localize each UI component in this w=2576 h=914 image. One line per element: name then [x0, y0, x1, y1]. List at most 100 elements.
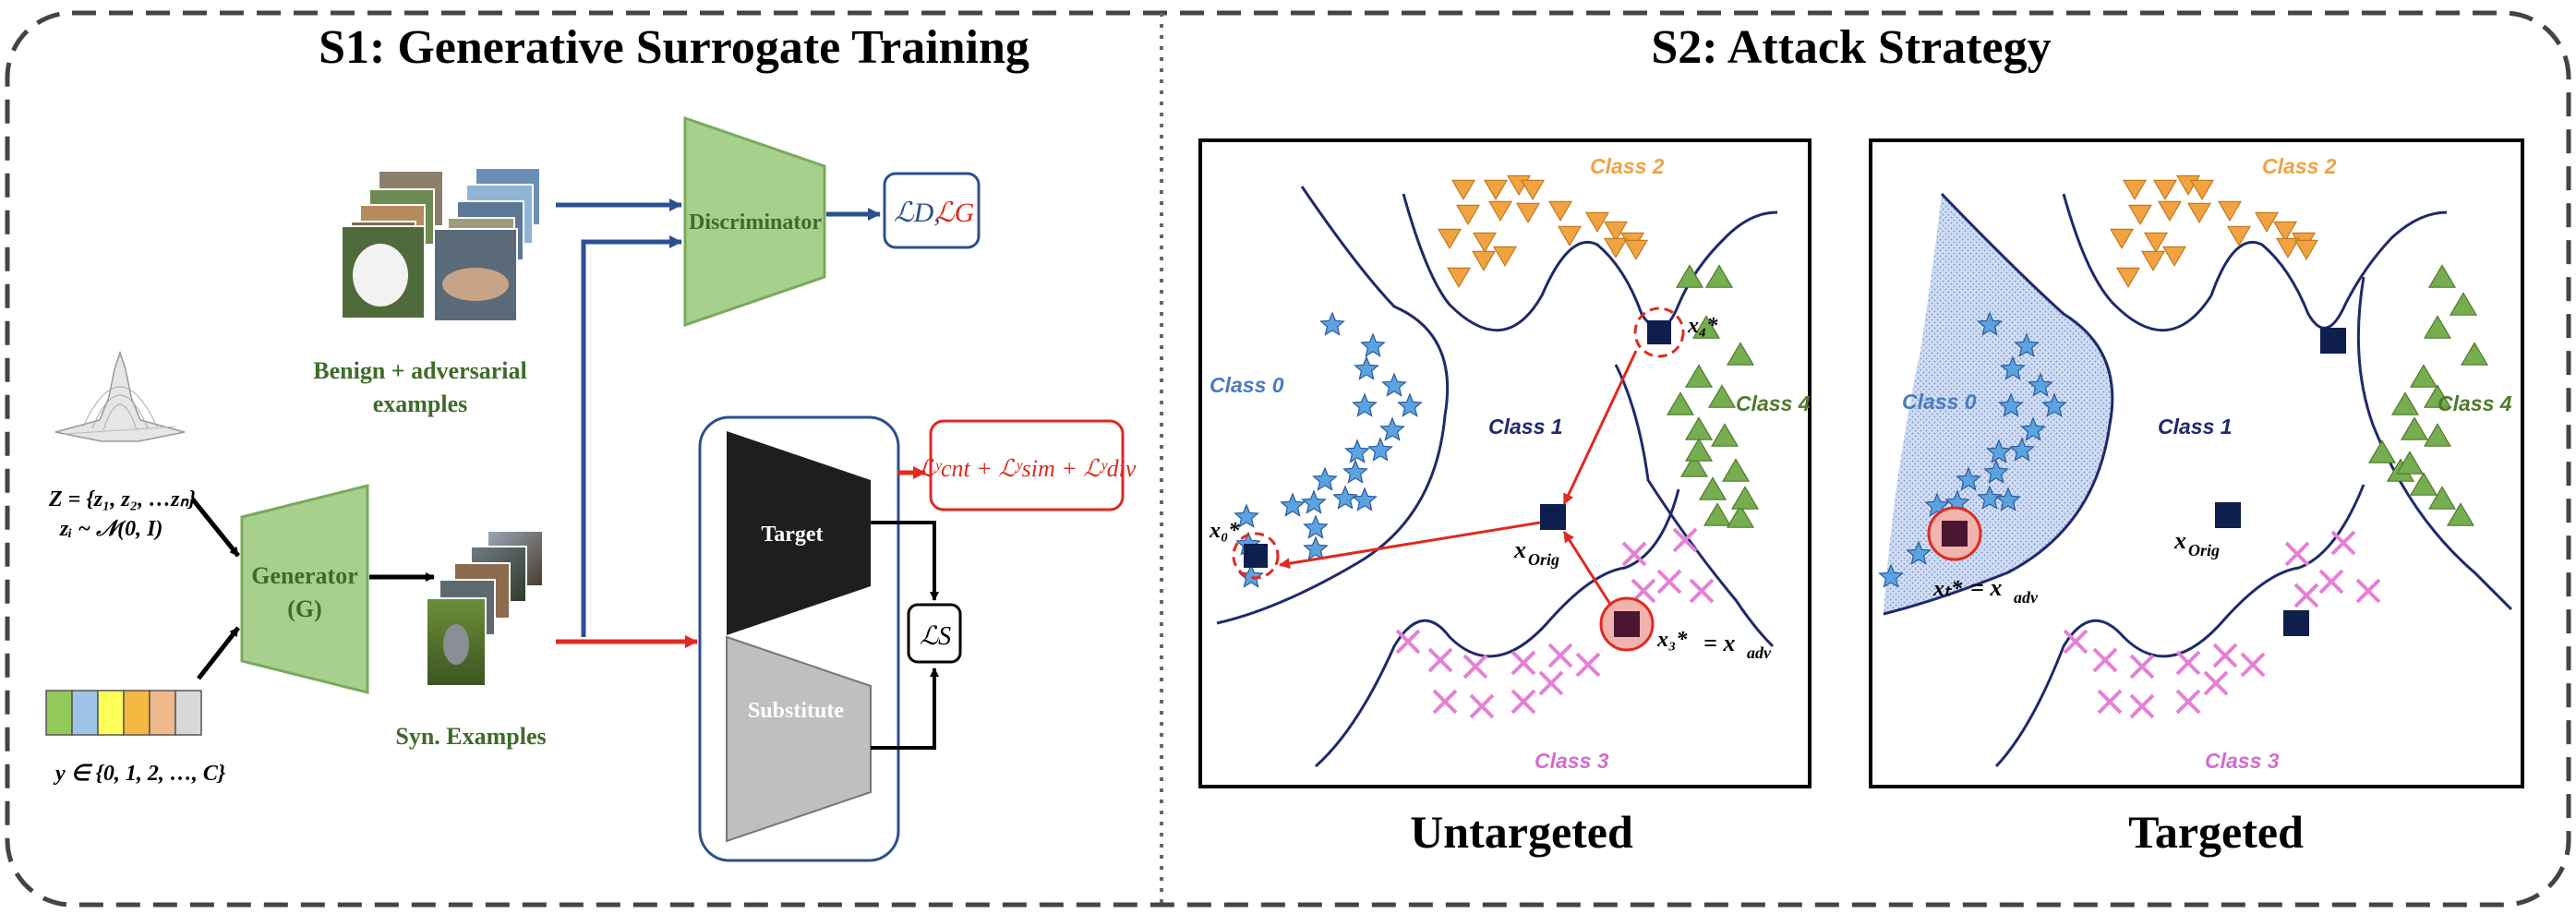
star-marker [2000, 355, 2026, 380]
label-color-cell [45, 690, 73, 736]
gan-loss-box [883, 172, 981, 249]
xt-label: xₜ* [1932, 577, 1963, 601]
targeted-class2-triangles [2109, 174, 2319, 288]
x4-highlight-ring [1633, 307, 1685, 358]
star-marker [1312, 466, 1338, 491]
star-marker [1977, 485, 2003, 510]
cross-marker [1427, 647, 1453, 673]
x0-point [1244, 544, 1268, 568]
cross-marker [1656, 569, 1682, 595]
triangle-down-marker [1437, 228, 1463, 249]
star-marker [1280, 492, 1306, 517]
x4-to-orig-arrow [1562, 350, 1638, 505]
star-marker [1344, 439, 1370, 463]
t-boundary-class2 [2062, 193, 2448, 332]
targeted-class4-label: Class 4 [2438, 391, 2512, 415]
boundary-class0 [1216, 186, 1450, 625]
untargeted-class1-label: Class 1 [1488, 415, 1563, 439]
untargeted-class2-label: Class 2 [1590, 154, 1665, 178]
triangle-up-marker [1691, 315, 1721, 339]
generator-label: Generator [251, 562, 358, 589]
z-to-generator-arrow [190, 497, 240, 558]
label-color-cell [175, 690, 202, 736]
cross-marker [2203, 670, 2229, 696]
triangle-down-marker [1446, 267, 1472, 288]
targeted-class1-label: Class 1 [2158, 415, 2233, 439]
cross-marker [2318, 569, 2344, 595]
benign-examples-stack [341, 167, 541, 322]
cross-marker [1511, 689, 1536, 715]
triangle-down-marker [1547, 200, 1573, 222]
triangle-up-marker [2395, 451, 2425, 475]
untargeted-class3-crosses [1395, 527, 1715, 719]
triangle-down-marker [1623, 239, 1649, 260]
t-class4-point [2320, 328, 2346, 354]
star-marker [1303, 535, 1329, 560]
x3-point [1614, 611, 1640, 637]
untargeted-class4-triangles [1666, 264, 1760, 528]
loss-d-label: ℒD, [894, 198, 941, 228]
triangle-down-marker [1471, 250, 1497, 271]
triangle-up-marker [1703, 502, 1732, 526]
triangle-up-marker [2409, 472, 2438, 496]
generator-loss-label: ℒʸcnt + ℒʸsim + ℒʸdiv [918, 455, 1137, 482]
x0-label: x₀* [1209, 519, 1240, 543]
cross-marker [2284, 541, 2310, 567]
star-marker [1367, 437, 1393, 462]
boundary-class4 [1614, 364, 1775, 648]
triangle-down-marker [2115, 267, 2141, 288]
t-boundary-class4 [2356, 276, 2513, 611]
orig-to-x0-arrow [1279, 521, 1541, 570]
triangle-up-marker [2423, 384, 2452, 408]
cross-marker [1575, 652, 1601, 678]
generator-sub-label: (G) [287, 595, 322, 622]
xt-point [1942, 521, 1968, 547]
untargeted-caption: Untargeted [1410, 806, 1633, 858]
substitute-model-block [726, 635, 872, 843]
triangle-up-marker [2400, 416, 2429, 440]
untargeted-panel: x₀* x₄* x₃* = x adv x Orig Class 0 Class… [1198, 138, 1812, 788]
triangle-up-marker [1704, 264, 1734, 288]
triangle-up-marker [1684, 364, 1714, 388]
triangle-up-marker [1679, 453, 1709, 477]
triangle-up-marker [1726, 342, 1755, 366]
triangle-down-marker [1557, 225, 1583, 247]
triangle-down-marker [2226, 225, 2252, 247]
star-marker [1998, 392, 2024, 417]
cross-marker [1547, 643, 1573, 668]
triangle-down-marker [1472, 232, 1498, 253]
cross-marker [2129, 693, 2155, 719]
targeted-class3-label: Class 3 [2205, 749, 2280, 773]
star-marker [2014, 332, 2040, 357]
star-marker [1878, 563, 1904, 588]
t-x-orig-point [2215, 502, 2241, 528]
star-marker [1234, 503, 1259, 528]
cross-marker [2129, 654, 2155, 679]
cross-marker [2355, 578, 2381, 604]
triangle-up-marker [1698, 476, 1727, 500]
triangle-down-marker [2189, 179, 2215, 200]
triangle-down-marker [2217, 200, 2243, 222]
targeted-class4-triangles [2367, 264, 2489, 526]
star-marker [2020, 416, 2046, 441]
cross-marker [1538, 670, 1564, 696]
star-marker [1352, 392, 1378, 417]
label-color-cell [71, 690, 99, 736]
boundary-class3 [1315, 488, 1680, 768]
cross-marker [1672, 527, 1698, 553]
star-marker [2041, 392, 2067, 417]
target-label: Target [761, 523, 823, 547]
label-color-strip [45, 690, 202, 736]
t-boundary-class0 [1883, 192, 2114, 616]
loss-g-label: ℒG [934, 198, 975, 228]
star-marker [1354, 355, 1379, 380]
triangle-up-marker [1710, 423, 1739, 447]
triangle-up-marker [1726, 504, 1755, 528]
triangle-up-marker [2367, 439, 2397, 463]
cross-marker [2175, 650, 2201, 676]
triangle-down-marker [1603, 237, 1629, 259]
t-class3-point [2283, 610, 2309, 636]
triangle-down-marker [2143, 232, 2169, 253]
x-orig-sub: Orig [1528, 550, 1559, 569]
